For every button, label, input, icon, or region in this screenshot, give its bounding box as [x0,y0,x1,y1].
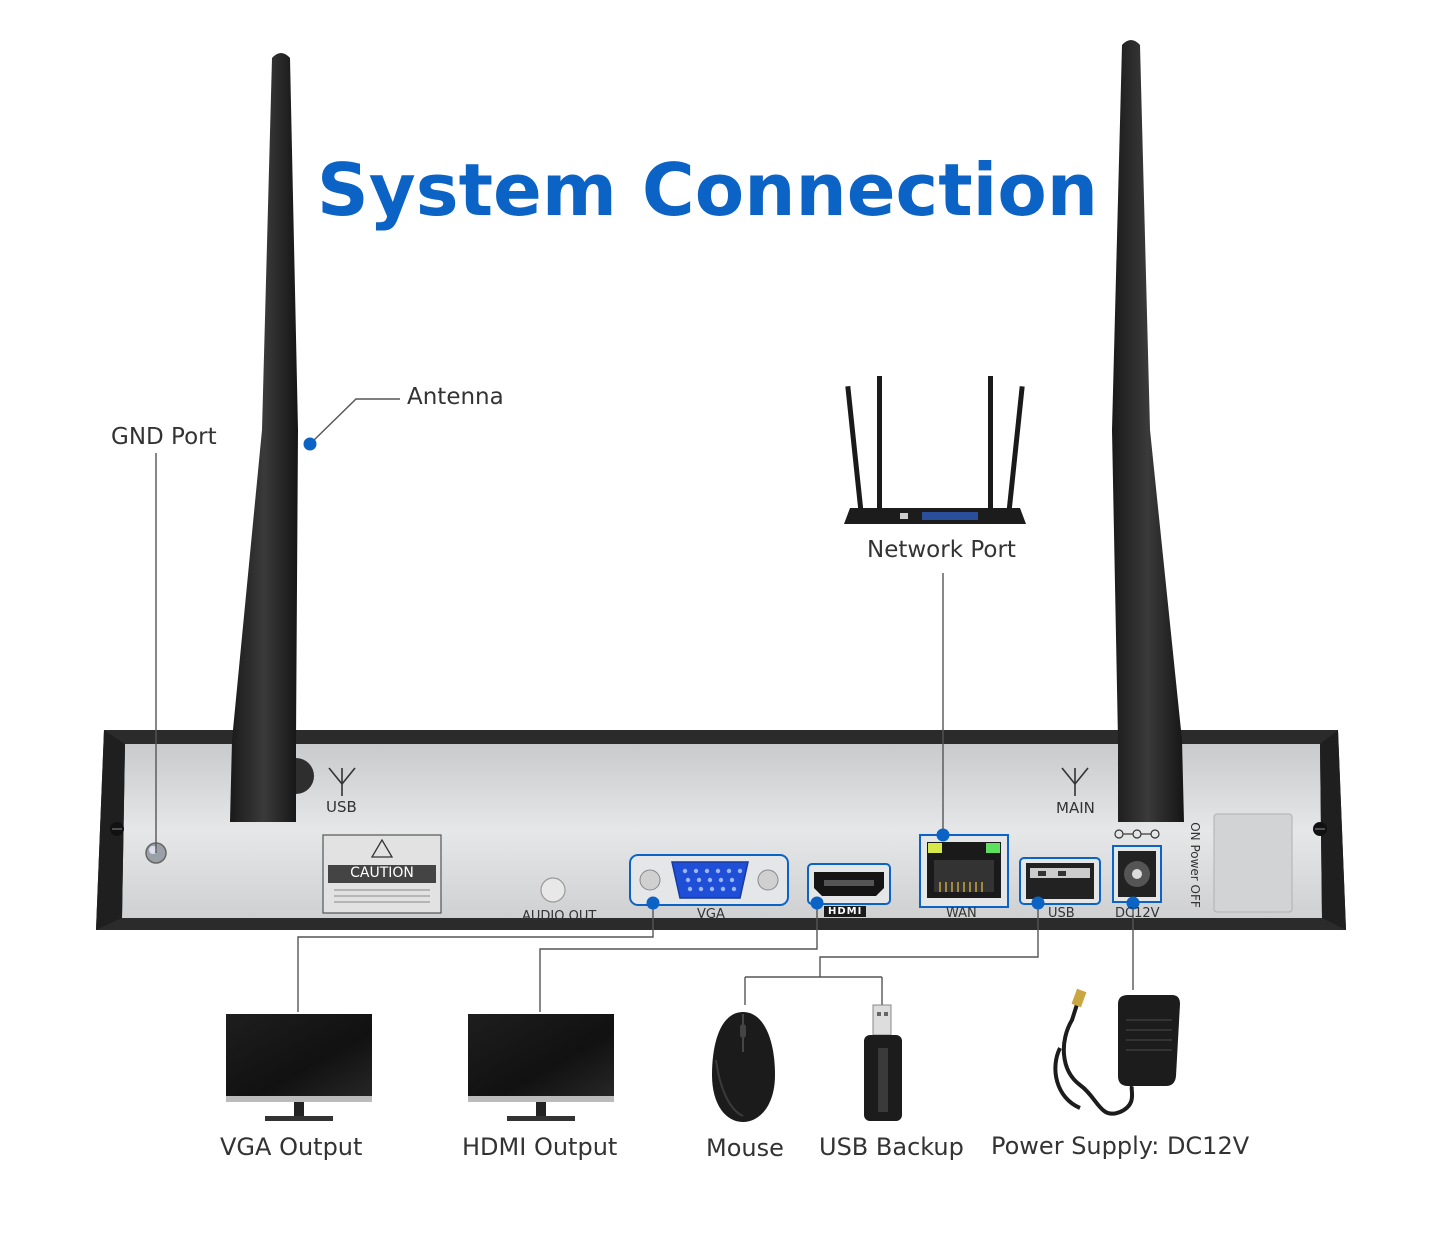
antenna-right [1112,40,1184,822]
main-antenna-label: MAIN [1056,799,1095,817]
callout-dots [303,437,1140,910]
leader-lines [155,398,1134,1012]
vga-label: VGA [697,907,725,922]
caution-text: CAUTION [350,865,414,881]
router-icon [844,376,1026,524]
usb-port-label: USB [1048,906,1075,921]
usb-port [1019,857,1101,905]
mouse-label: Mouse [706,1134,784,1162]
gnd-port-label: GND Port [111,424,217,450]
hdmi-logo: HDMI [824,906,867,917]
network-port-label: Network Port [867,537,1016,563]
usb-backup-label: USB Backup [819,1133,964,1161]
caution-label [322,834,442,914]
audio-out-jack [540,877,566,903]
dc12v-label: DC12V [1115,906,1160,921]
usb-stick-icon [864,1004,902,1121]
antenna-left [230,53,298,822]
usb-antenna-label: USB [326,798,357,816]
antenna-symbol-icon [328,767,356,796]
wan-port [919,834,1009,908]
antenna-symbol-icon [1061,767,1089,796]
power-adapter-icon [1053,988,1180,1116]
vga-port [629,854,789,906]
vga-monitor-icon [226,1014,372,1121]
mouse-icon [712,1012,775,1122]
power-switch [1213,813,1293,913]
page-title: System Connection [316,148,1099,232]
dc12v-port [1112,829,1162,903]
hdmi-output-label: HDMI Output [462,1133,618,1161]
power-supply-label: Power Supply: DC12V [991,1132,1250,1160]
power-switch-label: ON Power OFF [1188,822,1202,908]
antenna-label: Antenna [407,384,504,410]
hdmi-monitor-icon [468,1014,614,1121]
audio-out-label: AUDIO OUT [522,909,597,924]
vga-output-label: VGA Output [220,1133,363,1161]
hdmi-port [807,863,891,905]
wan-label: WAN [946,906,977,921]
